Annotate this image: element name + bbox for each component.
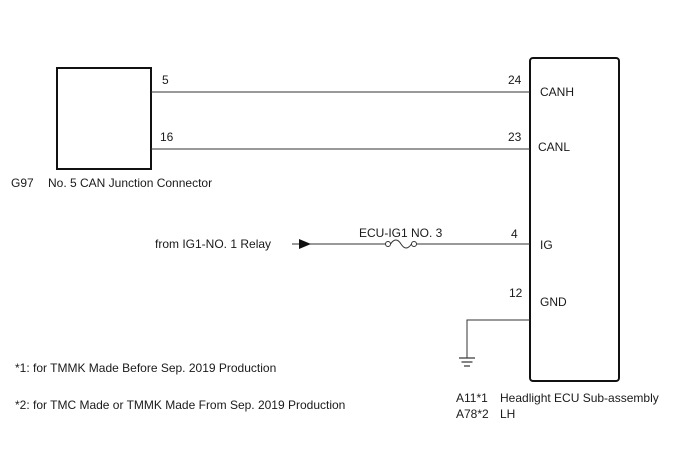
connector-name: No. 5 CAN Junction Connector — [48, 176, 212, 190]
ground-line — [459, 319, 530, 367]
ecu-code-2: A78*2 — [456, 407, 489, 421]
ecu-pin-label-gnd: GND — [540, 295, 567, 309]
ecu-pin-label-canh: CANH — [540, 85, 574, 99]
source-label: from IG1-NO. 1 Relay — [155, 237, 271, 251]
connector-pin-canh: 5 — [162, 73, 169, 87]
ecu-pin-number-canl: 23 — [508, 130, 522, 144]
ecu-pin-number-canh: 24 — [508, 73, 522, 87]
ecu-name: Headlight ECU Sub-assembly — [500, 391, 659, 405]
headlight-ecu-box — [529, 57, 620, 382]
ecu-code-1: A11*1 — [456, 391, 488, 405]
ecu-pin-number-gnd: 12 — [509, 286, 523, 300]
fuse-label: ECU-IG1 NO. 3 — [359, 226, 443, 240]
ig-supply-line — [292, 239, 530, 249]
ecu-pin-label-canl: CANL — [538, 140, 570, 154]
ecu-pin-label-ig: IG — [540, 238, 553, 252]
connector-id: G97 — [11, 176, 34, 190]
can-junction-connector-box — [56, 67, 152, 170]
fuse-icon — [385, 239, 417, 249]
footnote-2: *2: for TMC Made or TMMK Made From Sep. … — [15, 398, 345, 412]
ecu-pin-number-ig: 4 — [511, 227, 518, 241]
ground-icon — [459, 357, 475, 367]
connector-pin-canl: 16 — [160, 130, 174, 144]
arrow-icon — [299, 239, 311, 249]
ecu-variant: LH — [500, 407, 515, 421]
footnote-1: *1: for TMMK Made Before Sep. 2019 Produ… — [15, 361, 276, 375]
